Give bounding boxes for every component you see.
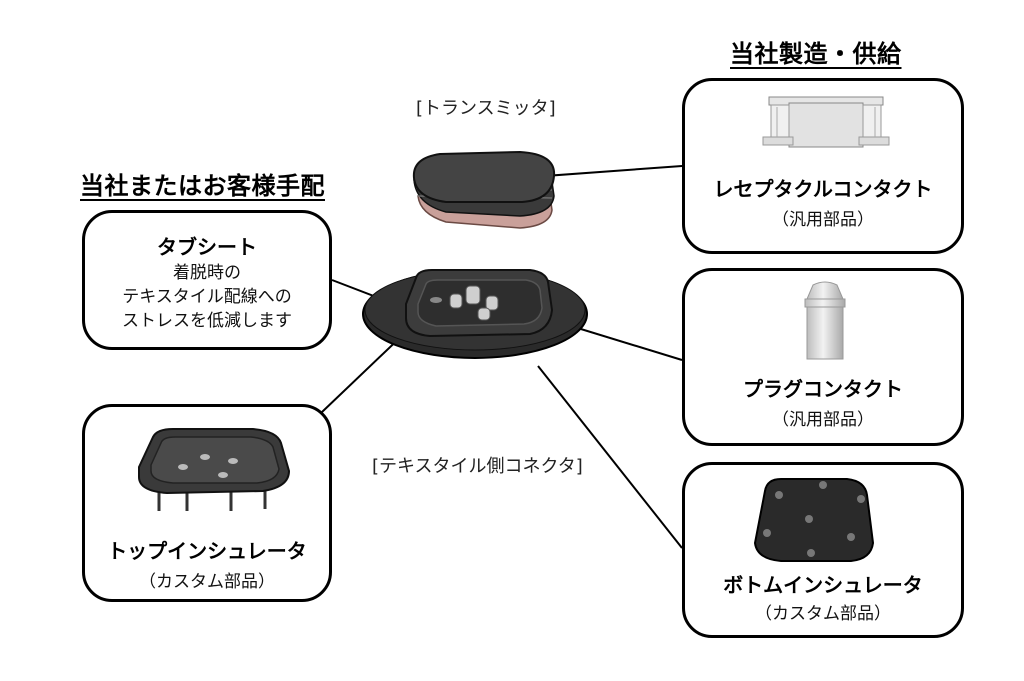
- own-supply-heading: 当社製造・供給: [730, 40, 902, 68]
- bottom-insulator-title: ボトムインシュレータ: [723, 573, 923, 597]
- textile-connector-label: [テキスタイル側コネクタ]: [372, 456, 583, 477]
- tab-sheet-description: 着脱時の テキスタイル配線への ストレスを低減します: [85, 261, 329, 333]
- receptacle-contact-box: レセプタクルコンタクト （汎用部品）: [682, 78, 964, 254]
- plug-contact-title: プラグコンタクト: [743, 377, 903, 401]
- tab-sheet-desc-line: テキスタイル配線への: [122, 287, 292, 307]
- plug-contact-box: プラグコンタクト （汎用部品）: [682, 268, 964, 446]
- bottom-insulator-sub: （カスタム部品）: [755, 604, 891, 624]
- customer-supply-heading: 当社またはお客様手配: [80, 172, 325, 200]
- bottom-insulator-image: [753, 478, 875, 562]
- receptacle-contact-title: レセプタクルコンタクト: [713, 177, 933, 201]
- top-insulator-sub: （カスタム部品）: [139, 572, 275, 592]
- top-insulator-title: トップインシュレータ: [107, 539, 307, 563]
- bottom-insulator-box: ボトムインシュレータ （カスタム部品）: [682, 462, 964, 638]
- tab-sheet-title: タブシート: [157, 235, 257, 259]
- tab-sheet-desc-line: 着脱時の: [173, 263, 241, 283]
- receptacle-contact-image: [762, 96, 890, 148]
- top-insulator-image: [138, 428, 291, 511]
- leader-line-bottom-insulator: [537, 365, 683, 549]
- transmitter-label: [トランスミッタ]: [416, 98, 556, 119]
- plug-contact-image: [804, 281, 846, 360]
- tab-sheet-box: タブシート 着脱時の テキスタイル配線への ストレスを低減します: [82, 210, 332, 350]
- transmitter-image: [412, 150, 556, 229]
- tab-sheet-desc-line: ストレスを低減します: [122, 311, 292, 331]
- receptacle-contact-sub: （汎用部品）: [772, 210, 874, 230]
- top-insulator-box: トップインシュレータ （カスタム部品）: [82, 404, 332, 602]
- textile-connector-image: [362, 269, 588, 359]
- plug-contact-sub: （汎用部品）: [772, 410, 874, 430]
